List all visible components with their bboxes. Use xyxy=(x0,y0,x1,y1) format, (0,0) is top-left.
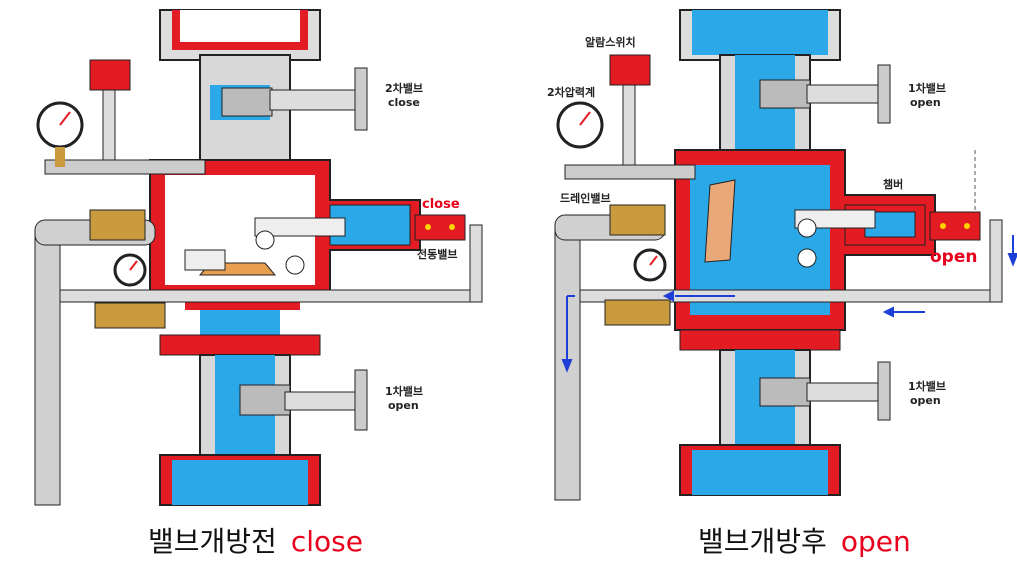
primary-valve-state: open xyxy=(910,394,941,407)
top-pipe xyxy=(679,9,841,61)
drain-valve-label: 드레인밸브 xyxy=(560,191,611,205)
primary-valve-label: 1차밸브 xyxy=(385,384,423,398)
solenoid-state: close xyxy=(422,197,460,212)
caption-before-text: 밸브개방전 xyxy=(148,525,277,558)
flow-arrows xyxy=(561,235,1017,373)
secondary-valve-label: 1차밸브 xyxy=(908,81,946,95)
alarm-switch-label: 알람스위치 xyxy=(585,35,636,49)
diagram-after-open: 알람스위치 2차압력계 드레인밸브 챔버 1차밸브 open open 1차밸브… xyxy=(545,0,1017,510)
top-pipe xyxy=(159,9,321,61)
caption-after-text: 밸브개방후 xyxy=(698,525,827,558)
caption-after-open: 밸브개방후 open xyxy=(698,520,911,560)
water-supply-column xyxy=(159,300,368,506)
trim-piping xyxy=(34,159,483,506)
water-supply-column xyxy=(679,329,891,496)
solenoid-valve xyxy=(929,150,981,241)
valve-body xyxy=(674,149,936,331)
diagram-before-open: 2차밸브 close close 전동밸브 1차밸브 open xyxy=(0,0,500,510)
pressure-gauge-lower xyxy=(633,248,667,282)
primary-valve-label: 1차밸브 xyxy=(908,379,946,393)
solenoid-valve xyxy=(414,214,466,241)
caption-before-state: close xyxy=(290,525,363,558)
pressure-gauge-upper xyxy=(36,101,84,167)
trim-piping xyxy=(554,164,1003,501)
primary-valve-state: open xyxy=(388,399,419,412)
alarm-switch xyxy=(609,54,651,166)
caption-before-open: 밸브개방전 close xyxy=(148,520,363,560)
pressure-gauge-upper xyxy=(556,101,604,149)
secondary-gauge-label: 2차압력계 xyxy=(547,85,595,99)
secondary-valve-assembly xyxy=(719,54,891,151)
valve-body xyxy=(149,159,421,301)
secondary-valve-state: open xyxy=(910,96,941,109)
solenoid-state: open xyxy=(930,247,977,267)
secondary-valve-assembly xyxy=(199,54,368,161)
caption-after-state: open xyxy=(840,525,911,558)
solenoid-label: 전동밸브 xyxy=(417,247,457,261)
pressure-gauge-lower xyxy=(113,253,147,287)
alarm-switch xyxy=(89,59,131,161)
secondary-valve-label: 2차밸브 xyxy=(385,81,423,95)
secondary-valve-state: close xyxy=(388,96,420,109)
chamber-label: 챔버 xyxy=(883,177,903,191)
